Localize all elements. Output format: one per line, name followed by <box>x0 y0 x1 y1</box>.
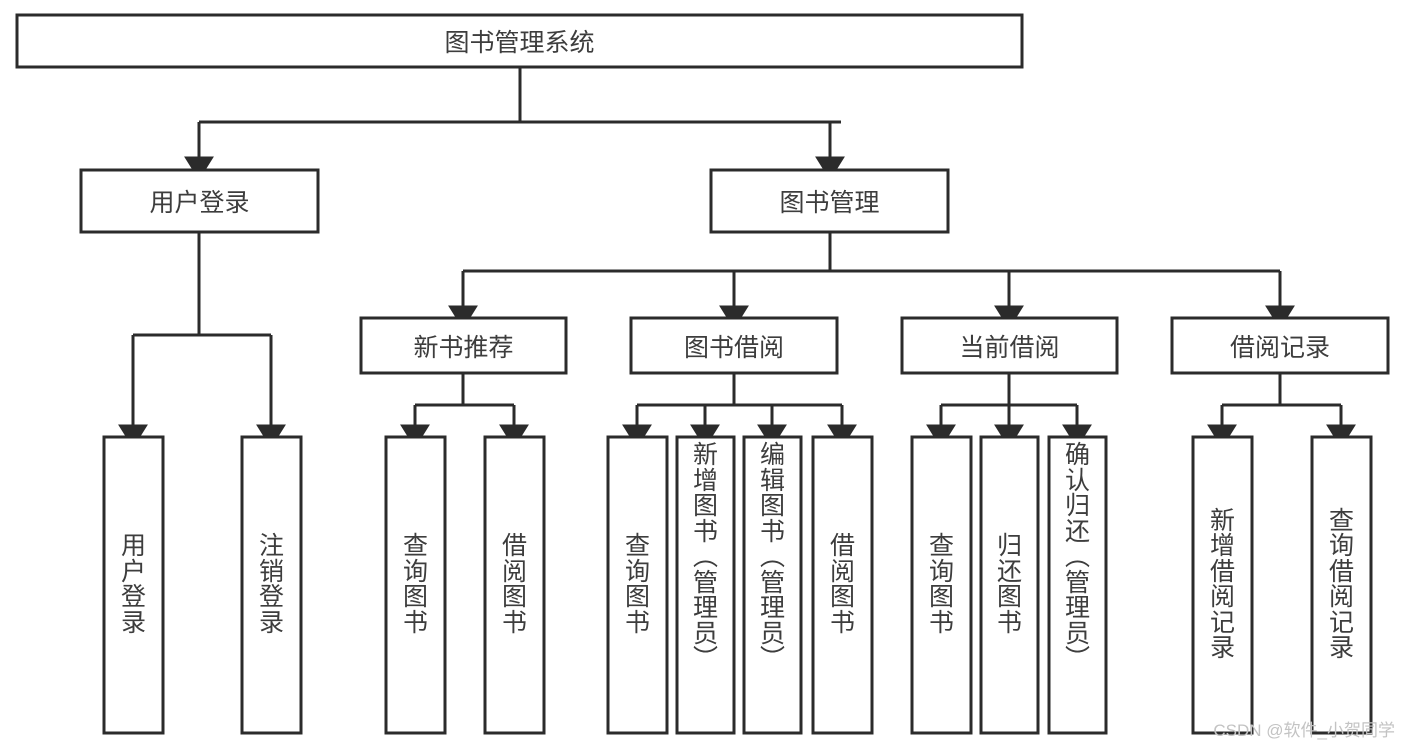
node-leaf-query-book-3[interactable] <box>910 435 973 735</box>
connector-group-borrow-record <box>1207 374 1356 449</box>
connector-group-user-login <box>118 233 286 449</box>
connector-group-book-manage <box>448 233 1295 330</box>
node-new-book-recommend[interactable] <box>359 316 568 375</box>
node-leaf-add-book[interactable] <box>675 435 736 735</box>
node-root-book-system[interactable] <box>15 13 1024 69</box>
node-leaf-logout-login[interactable] <box>240 435 303 735</box>
connector-group-root <box>184 68 845 181</box>
node-leaf-borrow-book-2[interactable] <box>811 435 874 735</box>
node-leaf-return-book[interactable] <box>979 435 1040 735</box>
node-current-borrow[interactable] <box>900 316 1119 375</box>
node-leaf-query-book-2[interactable] <box>606 435 669 735</box>
node-leaf-edit-book[interactable] <box>742 435 803 735</box>
node-borrow-record[interactable] <box>1170 316 1390 375</box>
node-leaf-query-record[interactable] <box>1310 435 1373 735</box>
node-leaf-confirm-return[interactable] <box>1047 435 1108 735</box>
connector-group-current-borrow <box>926 374 1092 449</box>
node-book-borrow[interactable] <box>629 316 839 375</box>
node-book-manage[interactable] <box>709 168 950 234</box>
node-leaf-query-book-1[interactable] <box>384 435 447 735</box>
connector-group-book-borrow <box>622 374 857 449</box>
node-leaf-user-login[interactable] <box>102 435 165 735</box>
node-leaf-borrow-book-1[interactable] <box>483 435 546 735</box>
node-user-login[interactable] <box>79 168 320 234</box>
node-leaf-add-record[interactable] <box>1191 435 1254 735</box>
connector-group-new-book-recommend <box>400 374 529 449</box>
